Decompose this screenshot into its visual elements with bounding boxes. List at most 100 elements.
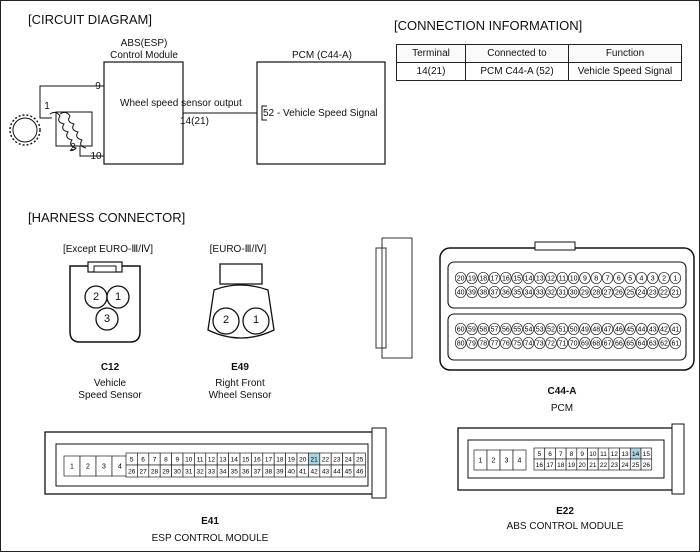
connector-pin-cell xyxy=(647,271,659,285)
connector-pin-cell xyxy=(658,336,670,350)
c12-note: [Except EURO-Ⅲ/Ⅳ] xyxy=(62,244,154,255)
connector-pin-label: 72 xyxy=(547,341,555,348)
connector-pin-label: 11 xyxy=(600,451,607,458)
connector-pin-cell xyxy=(669,271,682,285)
connector-pin-label: 77 xyxy=(491,341,499,348)
connector-pin-label: 25 xyxy=(632,462,640,469)
connector-pin-label: 44 xyxy=(638,327,646,334)
connector-pin-label: 50 xyxy=(570,327,578,334)
connector-pin-cell xyxy=(635,336,648,350)
tone-wheel xyxy=(9,114,41,146)
connector-pin-label: 5 xyxy=(538,451,542,458)
connector-pin-label: 22 xyxy=(660,290,668,297)
connector-pin-label: 31 xyxy=(185,468,193,475)
connector-pin-label: 8 xyxy=(164,456,168,463)
connection-table: Terminal Connected to Function 14(21) PC… xyxy=(396,44,682,81)
connector-pin-cell xyxy=(466,336,478,350)
connector-pin-cell xyxy=(601,336,614,350)
e22-name: ABS CONTROL MODULE xyxy=(506,521,624,532)
connector-pin-label: 23 xyxy=(611,462,619,469)
connector-pin-label: 27 xyxy=(139,468,147,475)
connector-pin-label: 22 xyxy=(322,456,330,463)
connector-pin-cell xyxy=(567,322,580,336)
connector-pin-cell xyxy=(488,271,501,285)
connector-pin-label: 60 xyxy=(457,327,465,334)
e49-pin: 1 xyxy=(252,314,260,326)
connector-pin-label: 15 xyxy=(242,456,250,463)
connector-pin-cell xyxy=(477,336,489,350)
connector-pin-label: 18 xyxy=(276,456,284,463)
connector-pin-label: 15 xyxy=(513,276,521,283)
connector-pin-label: 47 xyxy=(604,327,612,334)
connector-pin-label: 73 xyxy=(536,341,544,348)
connector-pin-label: 53 xyxy=(536,327,544,334)
connector-pin-label: 17 xyxy=(491,276,499,283)
connector-pin-label: 29 xyxy=(162,468,170,475)
connector-pin-cell xyxy=(500,322,512,336)
connector-pin-label: 67 xyxy=(604,341,612,348)
connector-pin-cell xyxy=(477,271,489,285)
connector-pin-label: 2 xyxy=(492,458,496,465)
connector-pin-label: 7 xyxy=(606,276,610,283)
connector-pin-label: 79 xyxy=(468,341,476,348)
table-row: 14(21) PCM C44-A (52) Vehicle Speed Sign… xyxy=(396,62,682,81)
connector-pin-label: 21 xyxy=(589,462,597,469)
connector-pin-cell xyxy=(613,271,625,285)
connector-pin-label: 6 xyxy=(617,276,621,283)
connector-pin-label: 61 xyxy=(671,341,679,348)
connector-pin-label: 13 xyxy=(219,456,227,463)
connector-pin-label: 27 xyxy=(604,290,612,297)
connector-pin-label: 65 xyxy=(626,341,634,348)
connector-pin-label: 38 xyxy=(265,468,273,475)
connector-pin-label: 80 xyxy=(457,341,465,348)
connector-pin-label: 24 xyxy=(638,290,646,297)
connector-pin-cell xyxy=(658,271,670,285)
e22-code: E22 xyxy=(556,506,574,517)
connector-pin-cell xyxy=(613,336,625,350)
connector-pin-cell xyxy=(556,336,569,350)
connection-info-title: [CONNECTION INFORMATION] xyxy=(394,18,583,33)
connector-pin-label: 62 xyxy=(660,341,668,348)
connector-pin-cell xyxy=(579,322,591,336)
connector-pin-cell xyxy=(601,271,614,285)
connector-pin-label: 25 xyxy=(356,456,364,463)
connector-pin-cell xyxy=(488,322,501,336)
connector-pin-cell xyxy=(454,322,467,336)
connector-pin-label: 33 xyxy=(208,468,216,475)
table-header-row: Terminal Connected to Function xyxy=(396,44,682,63)
connector-pin-label: 43 xyxy=(322,468,330,475)
c12-name-2: Speed Sensor xyxy=(78,390,142,401)
connector-pin-label: 15 xyxy=(643,451,651,458)
connector-pin-label: 45 xyxy=(626,327,634,334)
connector-pin-cell xyxy=(590,271,602,285)
connector-pin-label: 63 xyxy=(649,341,657,348)
pcm-pin-label: 52 - Vehicle Speed Signal xyxy=(263,108,378,119)
connector-pin-cell xyxy=(567,271,580,285)
pcm-module-label: PCM (C44-A) xyxy=(291,50,352,61)
connector-pin-label: 21 xyxy=(310,456,318,463)
connector-pin-label: 69 xyxy=(581,341,589,348)
connector-pin-label: 12 xyxy=(547,276,555,283)
connector-pin-label: 48 xyxy=(592,327,600,334)
connector-pin-label: 9 xyxy=(175,456,179,463)
connector-pin-label: 4 xyxy=(518,458,522,465)
abs-module-box xyxy=(103,61,184,165)
connector-pin-cell xyxy=(590,285,602,299)
connector-pin-cell xyxy=(511,285,523,299)
abs-module-label-1: ABS(ESP) xyxy=(120,38,168,49)
connector-pin-label: 20 xyxy=(579,462,587,469)
connector-pin-cell xyxy=(624,322,636,336)
connector-pin-cell xyxy=(545,285,557,299)
connector-pin-label: 19 xyxy=(468,276,476,283)
connector-pin-label: 13 xyxy=(621,451,629,458)
connector-pin-label: 30 xyxy=(174,468,182,475)
table-cell: PCM C44-A (52) xyxy=(465,62,569,81)
connector-pin-label: 32 xyxy=(547,290,555,297)
connector-pin-label: 44 xyxy=(333,468,341,475)
connector-pin-label: 46 xyxy=(356,468,364,475)
table-cell: Vehicle Speed Signal xyxy=(568,62,682,81)
